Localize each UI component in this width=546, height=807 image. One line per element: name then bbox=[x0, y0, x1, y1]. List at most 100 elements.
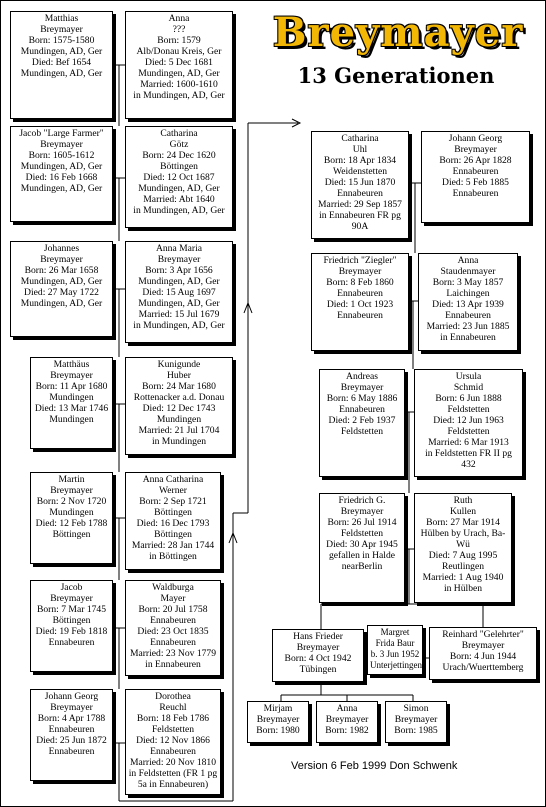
person-detail: Died: 15 Jun 1870 bbox=[324, 177, 396, 188]
person-detail: in Hülben bbox=[443, 583, 483, 594]
person-detail: Böttingen bbox=[154, 529, 192, 540]
person-detail: Born: 4 Apr 1788 bbox=[37, 713, 106, 724]
person-surname: Huber bbox=[167, 370, 191, 381]
person-detail: Born: 1985 bbox=[394, 725, 438, 736]
person-detail: Born: 2 Sep 1721 bbox=[139, 496, 207, 507]
person-detail: Married: 6 Mar 1913 bbox=[428, 437, 509, 448]
person-detail: Ennabeuren bbox=[337, 310, 383, 321]
person-given-name: Anna Catharina bbox=[142, 474, 204, 485]
person-detail: Died: 13 Mar 1746 bbox=[34, 403, 109, 414]
person-detail: Mundingen, AD, Ger bbox=[138, 276, 220, 287]
person-detail: Born: 24 Dec 1620 bbox=[142, 150, 216, 161]
person-detail: Born: 7 Mar 1745 bbox=[36, 604, 107, 615]
person-detail: Died: 16 Feb 1668 bbox=[25, 172, 98, 183]
person-given-name: Matthäus bbox=[53, 359, 90, 370]
person-detail: in Feldstetten (FR 1 pg bbox=[128, 768, 218, 779]
person-box: Reinhard "Gelehrter" Breymayer Born: 4 J… bbox=[429, 627, 537, 680]
person-detail: Died: 27 May 1722 bbox=[24, 287, 99, 298]
person-surname: Breymayer bbox=[461, 640, 505, 651]
person-detail: Died: Bef 1654 bbox=[31, 57, 92, 68]
person-box: Ursula Schmid Born: 6 Jun 1888 Feldstett… bbox=[414, 369, 523, 477]
person-detail: Died: 25 Jun 1872 bbox=[36, 735, 107, 746]
person-detail: Died: 7 Aug 1995 bbox=[428, 550, 498, 561]
person-surname: Breymayer bbox=[340, 506, 384, 517]
person-surname: Breymayer bbox=[454, 144, 497, 155]
person-box: Matthias Breymayer Born: 1575-1580 Mundi… bbox=[10, 11, 113, 119]
person-box: Johannes Breymayer Born: 26 Mar 1658 Mun… bbox=[10, 241, 113, 337]
person-detail: Born: 26 Mar 1658 bbox=[24, 265, 99, 276]
person-given-name: Catharina bbox=[160, 128, 198, 139]
person-detail: b. 3 Jun 1952 bbox=[370, 649, 420, 659]
person-surname: Breymayer bbox=[340, 382, 384, 393]
person-detail: Alb/Donau Kreis, Ger bbox=[136, 46, 222, 57]
person-detail: Married: Abt 1640 bbox=[143, 194, 215, 205]
person-detail: gefallen in Halde bbox=[328, 550, 396, 561]
person-surname: Breymayer bbox=[325, 714, 369, 725]
version-credit: Version 6 Feb 1999 Don Schwenk bbox=[291, 760, 458, 772]
person-given-name: Jacob "Large Farmer" bbox=[19, 128, 104, 139]
person-given-name: Waldburga bbox=[152, 582, 194, 593]
person-detail: Died: 13 Apr 1939 bbox=[432, 299, 504, 310]
person-detail: Mundingen, AD, Ger bbox=[20, 161, 103, 172]
person-detail: Ennabeuren bbox=[150, 637, 196, 648]
person-detail: Died: 15 Aug 1697 bbox=[142, 287, 216, 298]
person-detail: Born: 3 Apr 1656 bbox=[145, 265, 213, 276]
person-box: Friedrich "Ziegler" Breymayer Born: 8 Fe… bbox=[311, 253, 409, 351]
person-detail: Mundingen bbox=[49, 414, 94, 425]
person-detail: Feldstetten bbox=[447, 426, 490, 437]
person-detail: Died: 23 Oct 1835 bbox=[137, 626, 209, 637]
person-given-name: Friedrich "Ziegler" bbox=[323, 255, 397, 266]
person-detail: Married: 23 Nov 1779 bbox=[129, 648, 217, 659]
person-detail: Tübingen bbox=[299, 664, 337, 675]
person-given-name: Martin bbox=[58, 474, 85, 485]
person-detail: Laichingen bbox=[446, 288, 490, 299]
person-detail: 432 bbox=[461, 459, 476, 470]
person-detail: Ennabeuren bbox=[48, 746, 95, 757]
person-surname: Breymayer bbox=[296, 642, 340, 653]
person-given-name: Margret bbox=[380, 627, 410, 637]
person-given-name: Mirjam bbox=[263, 703, 293, 714]
person-surname: Götz bbox=[169, 139, 189, 150]
person-given-name: Anna Maria bbox=[155, 243, 203, 254]
person-surname: Breymayer bbox=[256, 714, 300, 725]
person-detail: Died: 12 Jun 1963 bbox=[433, 415, 504, 426]
person-box: Waldburga Mayer Born: 20 Jul 1758 Ennabe… bbox=[125, 580, 221, 676]
person-detail: in Ennabeuren bbox=[145, 659, 201, 670]
person-detail: Wü bbox=[456, 539, 470, 550]
person-surname: Breymayer bbox=[50, 485, 93, 496]
person-detail: Born: 18 Apr 1834 bbox=[323, 155, 397, 166]
person-detail: Mundingen, AD, Ger bbox=[138, 298, 220, 309]
person-detail: Ennabeuren bbox=[445, 310, 491, 321]
person-surname: Schmid bbox=[453, 382, 484, 393]
person-detail: in Mundingen, AD, Ger bbox=[133, 320, 225, 331]
person-given-name: Reinhard "Gelehrter" bbox=[442, 629, 524, 640]
person-detail: Ennabeuren bbox=[452, 188, 499, 199]
person-detail: Died: 5 Feb 1885 bbox=[442, 177, 509, 188]
person-given-name: Johann Georg bbox=[448, 133, 503, 144]
person-detail: Born: 1579 bbox=[157, 35, 201, 46]
person-detail: Reutlingen bbox=[441, 561, 485, 572]
person-detail: Born: 20 Jul 1758 bbox=[138, 604, 208, 615]
person-detail: Married: 1600-1610 bbox=[140, 79, 218, 90]
person-detail: 5a in Ennabeuren) bbox=[137, 779, 209, 790]
person-detail: Mundingen, AD, Ger bbox=[20, 298, 103, 309]
person-detail: Married: 23 Jun 1885 bbox=[426, 321, 510, 332]
person-surname: Breymayer bbox=[40, 24, 83, 35]
person-detail: Born: 1980 bbox=[256, 725, 300, 736]
person-surname: Breymayer bbox=[40, 254, 83, 265]
person-detail: Unterjettingen bbox=[370, 660, 422, 670]
person-detail: Married: 29 Sep 1857 bbox=[318, 199, 402, 210]
person-given-name: Catharina bbox=[341, 133, 379, 144]
person-surname: Kullen bbox=[449, 506, 477, 517]
person-detail: Ennabeuren bbox=[339, 404, 385, 415]
person-box: Friedrich G. Breymayer Born: 26 Jul 1914… bbox=[319, 493, 405, 603]
person-detail: Hülben by Urach, Ba- bbox=[420, 528, 506, 539]
person-detail: Born: 1605-1612 bbox=[28, 150, 95, 161]
person-detail: Married: 21 Jul 1704 bbox=[138, 425, 220, 436]
person-detail: Böttingen bbox=[52, 529, 91, 540]
person-surname: Breymayer bbox=[50, 370, 93, 381]
person-detail: Born: 3 May 1857 bbox=[432, 277, 504, 288]
person-surname: Breymayer bbox=[40, 139, 83, 150]
person-box: Kunigunde Huber Born: 24 Mar 1680 Rotten… bbox=[125, 357, 233, 455]
